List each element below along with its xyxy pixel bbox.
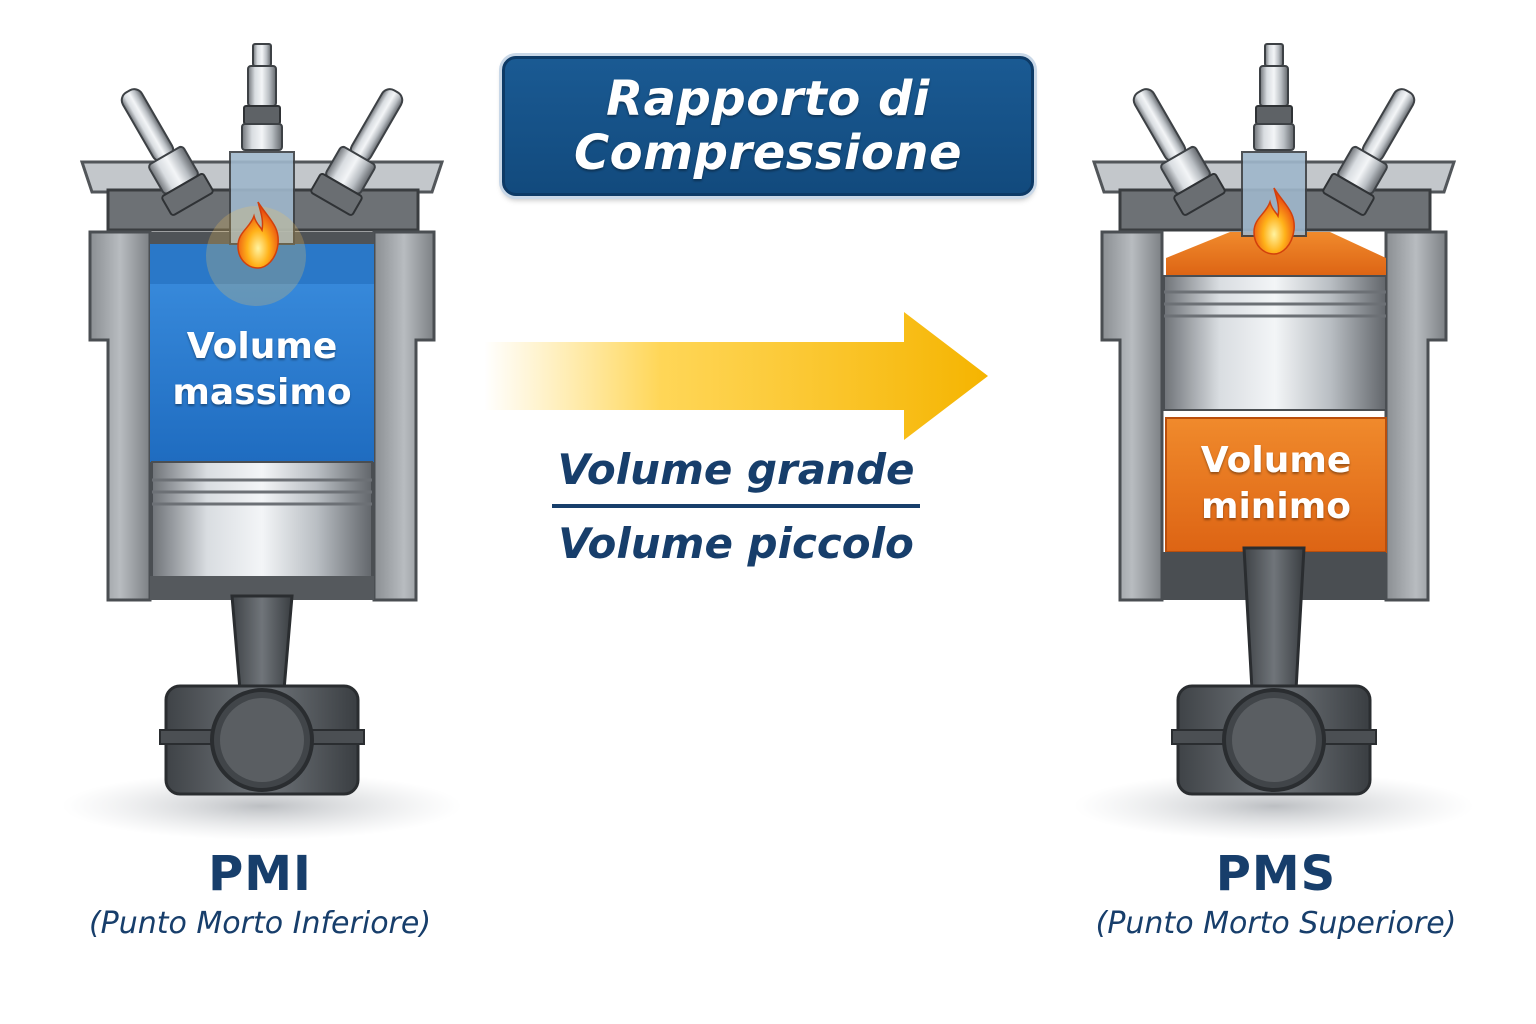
fraction-numerator: Volume grande — [557, 445, 915, 494]
left-position-code: PMI — [208, 846, 312, 902]
fraction-denominator: Volume piccolo — [558, 519, 914, 568]
right-caption: PMS (Punto Morto Superiore) — [1046, 844, 1506, 944]
right-position-name: (Punto Morto Superiore) — [1095, 906, 1457, 941]
right-volume-line-1: Volume — [1200, 440, 1352, 481]
left-engine — [62, 43, 462, 840]
left-volume-line-2: massimo — [172, 372, 352, 413]
right-spark-plug-icon — [1253, 43, 1295, 151]
compression-fraction: Volume grande Volume piccolo — [552, 440, 920, 574]
left-ground-shadow — [62, 772, 462, 840]
right-piston — [1163, 275, 1387, 411]
right-position-code: PMS — [1215, 846, 1337, 902]
right-engine — [1074, 43, 1474, 840]
right-volume-label: Volume minimo — [1166, 438, 1386, 530]
title-line-1: Rapporto di — [606, 71, 930, 127]
left-volume-label: Volume massimo — [152, 324, 372, 416]
left-volume-line-1: Volume — [186, 326, 338, 367]
min-volume-chamber — [1165, 417, 1387, 553]
title-line-2: Compressione — [573, 125, 963, 181]
left-piston — [151, 461, 373, 599]
right-volume-line-2: minimo — [1200, 486, 1352, 527]
left-position-name: (Punto Morto Inferiore) — [88, 906, 432, 941]
left-spark-plug-icon — [241, 43, 283, 151]
fraction-bar — [552, 504, 920, 508]
left-connecting-rod — [159, 594, 365, 796]
right-ground-shadow — [1074, 772, 1474, 840]
right-connecting-rod — [1171, 546, 1377, 796]
title-banner: Rapporto di Compressione — [502, 56, 1034, 196]
arrow-right-icon — [484, 312, 988, 440]
left-caption: PMI (Punto Morto Inferiore) — [30, 844, 490, 944]
